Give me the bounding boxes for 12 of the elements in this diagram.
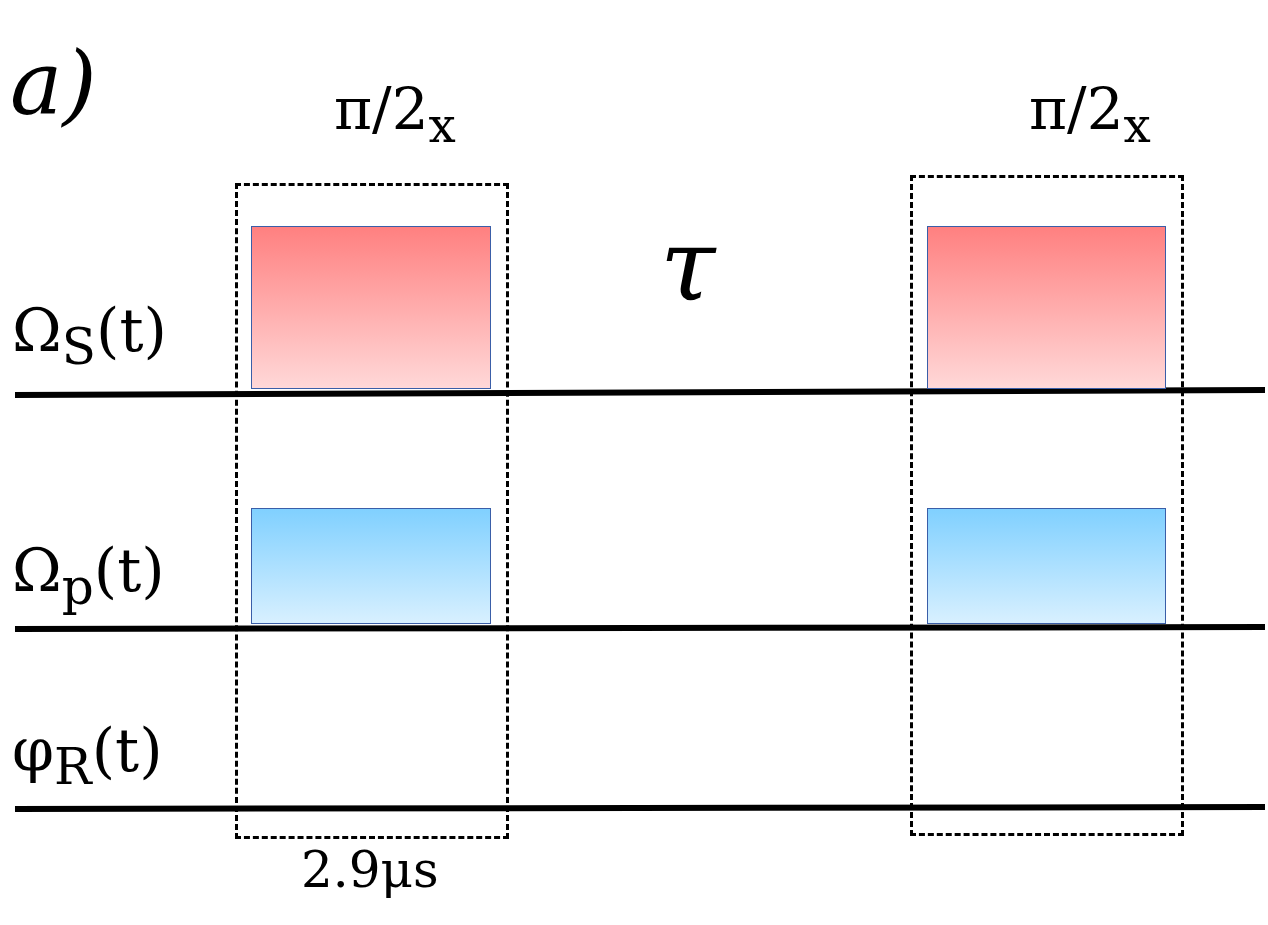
channel-label: Ω$_{S}$(t): [12, 300, 167, 372]
pulse-block: [927, 226, 1166, 389]
pulse-block: [927, 508, 1166, 624]
pulse-label: π/2$_{x}$: [1029, 80, 1151, 149]
dashed-box: [235, 183, 509, 839]
dashed-box: [910, 175, 1184, 836]
channel-label: φ$_{R}$(t): [12, 720, 163, 792]
pulse-block: [251, 508, 491, 624]
panel-label: a): [10, 40, 97, 128]
pulse-label: π/2$_{x}$: [334, 80, 456, 149]
delay-label: τ: [660, 215, 716, 315]
pulse-block: [251, 226, 491, 389]
